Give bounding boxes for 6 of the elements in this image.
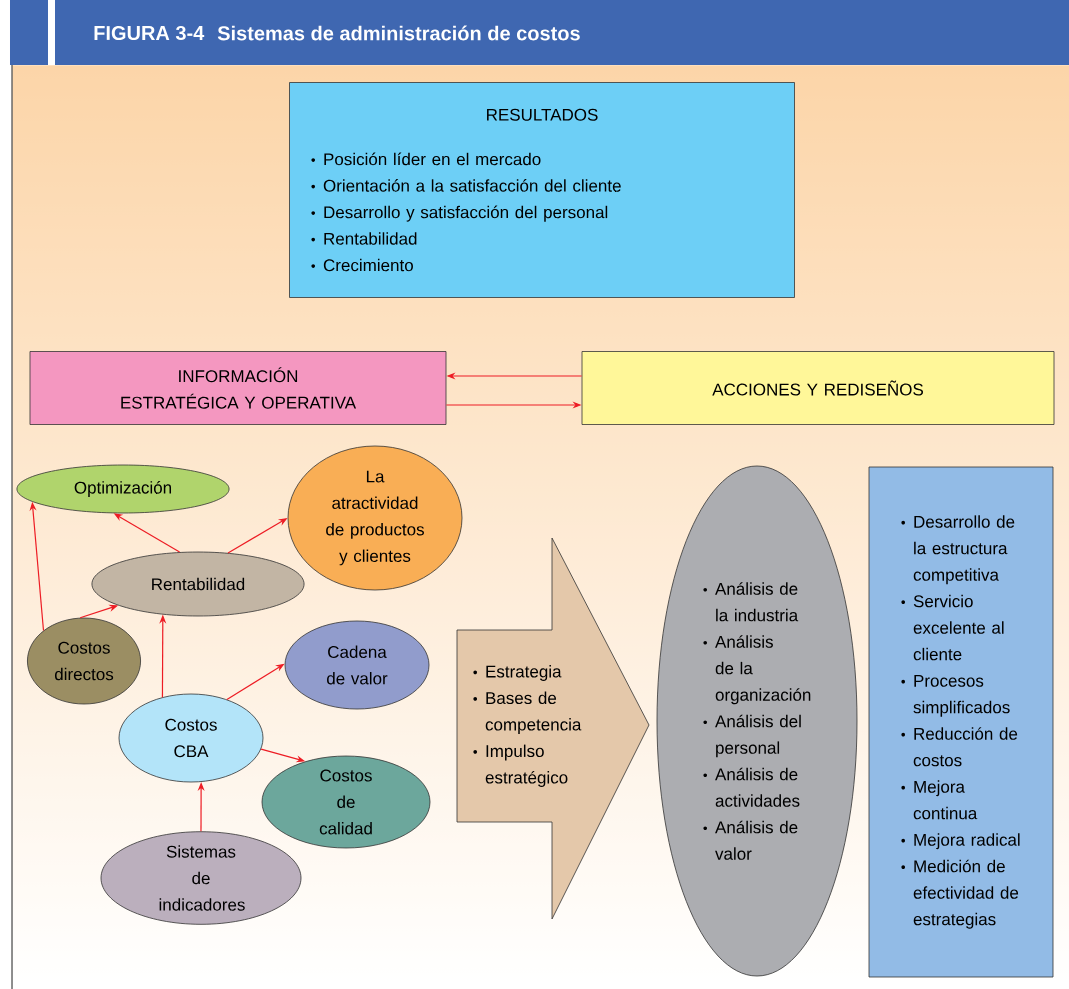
figure-number: FIGURA 3-4: [94, 25, 205, 41]
actions-box: ACCIONES Y REDISEÑOS: [581, 351, 1055, 425]
list-box: Desarrollo de la estructura competitiva Servicio excelente al cliente Procesos simplificados Reducción de costos Mejora continua Mejora radical Medición de efectividad de estrategias: [868, 466, 1054, 978]
figure-title: Sistemas de administración de costos: [217, 25, 580, 41]
results-box: RESULTADOS Posición líder en el mercado Orientación a la satisfacción del cliente Desarrollo y satisfacción del personal Rentabilidad Crecimiento: [289, 82, 795, 298]
info-box: INFORMACIÓN ESTRATÉGICA Y OPERATIVA: [29, 351, 447, 425]
